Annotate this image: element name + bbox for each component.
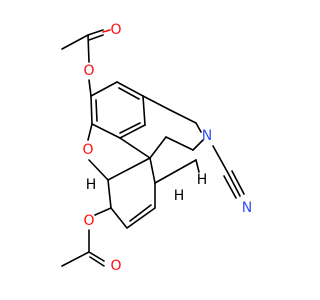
bond-layer [61, 29, 245, 267]
bond-carbonyl-bottom-2 [89, 256, 105, 267]
atom-h-c9: H [197, 172, 208, 188]
bond-ar-ether [87, 123, 93, 141]
bond-ar-c13 [119, 137, 151, 159]
atom-h-c5: H [86, 177, 97, 193]
bond-ar-3 [142, 95, 146, 126]
bond-cn-triple-3 [231, 170, 245, 195]
bond-carbonyl-bottom-1 [88, 251, 105, 262]
atom-o-acetate-bottom-ester: O [83, 213, 94, 229]
bond-ar-2-inner [118, 87, 140, 100]
bond-c15-c16 [165, 136, 194, 151]
atom-o-acetate-top-ester: O [83, 63, 94, 79]
bond-c9-n [195, 122, 202, 133]
bond-n-cn [212, 145, 229, 174]
bond-ether-c5 [88, 159, 109, 181]
atom-label-layer: O O O O O N N H H H [82, 22, 252, 274]
bond-ar-1 [90, 81, 118, 97]
bond-c5-c6 [107, 179, 112, 209]
bond-c7-c8-inner [129, 204, 152, 222]
bond-c9-h [195, 159, 200, 173]
atom-h-c14: H [174, 188, 185, 204]
atom-o-acetate-top-carbonyl: O [110, 22, 121, 38]
bond-cn-triple-1 [227, 172, 241, 197]
atom-n-nitrile: N [242, 200, 252, 216]
bond-c16-n [192, 139, 204, 151]
bond-c6-ester-bottom [94, 207, 112, 216]
bond-cn-triple-2 [223, 175, 237, 199]
bond-c13-c15 [149, 136, 167, 159]
bond-acetyl-methyl-top [61, 34, 89, 50]
bond-c7-c8 [126, 207, 156, 229]
bond-c14-c9 [154, 159, 197, 184]
bond-acyl-ester-top [87, 34, 90, 63]
bond-ester-aryl-top [88, 79, 92, 97]
bond-ar-4-inner [119, 122, 141, 134]
bond-ar-4 [119, 124, 146, 139]
bond-ar-6-inner [95, 99, 98, 122]
bond-carbonyl-top-o [102, 29, 111, 33]
bond-c5-c13 [107, 157, 151, 181]
bond-carbonyl-top-1 [87, 29, 104, 36]
atom-o-acetate-bottom-carbonyl: O [110, 258, 121, 274]
atom-o-ring-ether: O [82, 142, 93, 158]
bond-ar-5 [91, 123, 121, 139]
bond-ar-c10 [142, 95, 171, 111]
bond-ar-2 [116, 81, 144, 97]
atom-n-amine: N [202, 128, 212, 144]
molecule-structure-diagram: O O O O O N N H H H [61, 22, 252, 274]
bond-acyl-methyl-bottom [61, 251, 90, 267]
bond-c10-c9 [169, 109, 197, 124]
bond-c6-c7 [110, 207, 128, 229]
bond-ar-6 [90, 95, 93, 125]
bond-carbonyl-top-2 [88, 34, 104, 41]
bond-c14-c13 [149, 157, 156, 184]
